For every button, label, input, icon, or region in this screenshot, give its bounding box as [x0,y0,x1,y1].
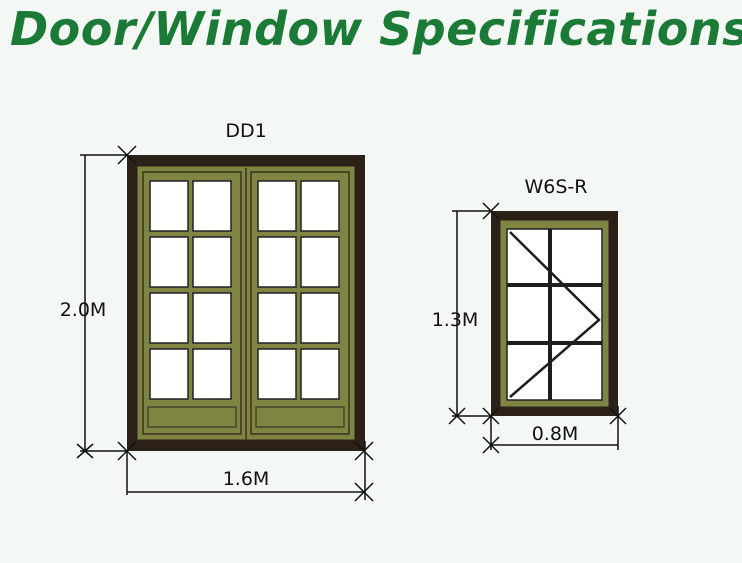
door-left-glass-grid [149,180,232,400]
window-muntins [507,229,602,400]
door-dd1 [127,155,365,451]
door-width-dimension [117,441,374,502]
window-width-label: 0.8M [532,423,579,445]
door-height-label: 2.0M [60,299,107,321]
window-width-dimension [482,406,627,454]
window-w6s-r [491,211,618,416]
door-height-dimension [76,145,137,459]
door-left-kick-panel [147,406,237,428]
door-right-kick-panel [255,406,345,428]
window-glass [506,228,603,401]
door-right-glass-grid [257,180,340,400]
window-height-dimension [448,202,500,425]
window-swing-indicator [509,231,601,398]
window-code-label: W6S-R [525,176,588,198]
door-code-label: DD1 [225,120,266,142]
door-width-label: 1.6M [223,468,270,490]
page-title: Door/Window Specifications [10,2,742,56]
window-height-label: 1.3M [432,309,479,331]
